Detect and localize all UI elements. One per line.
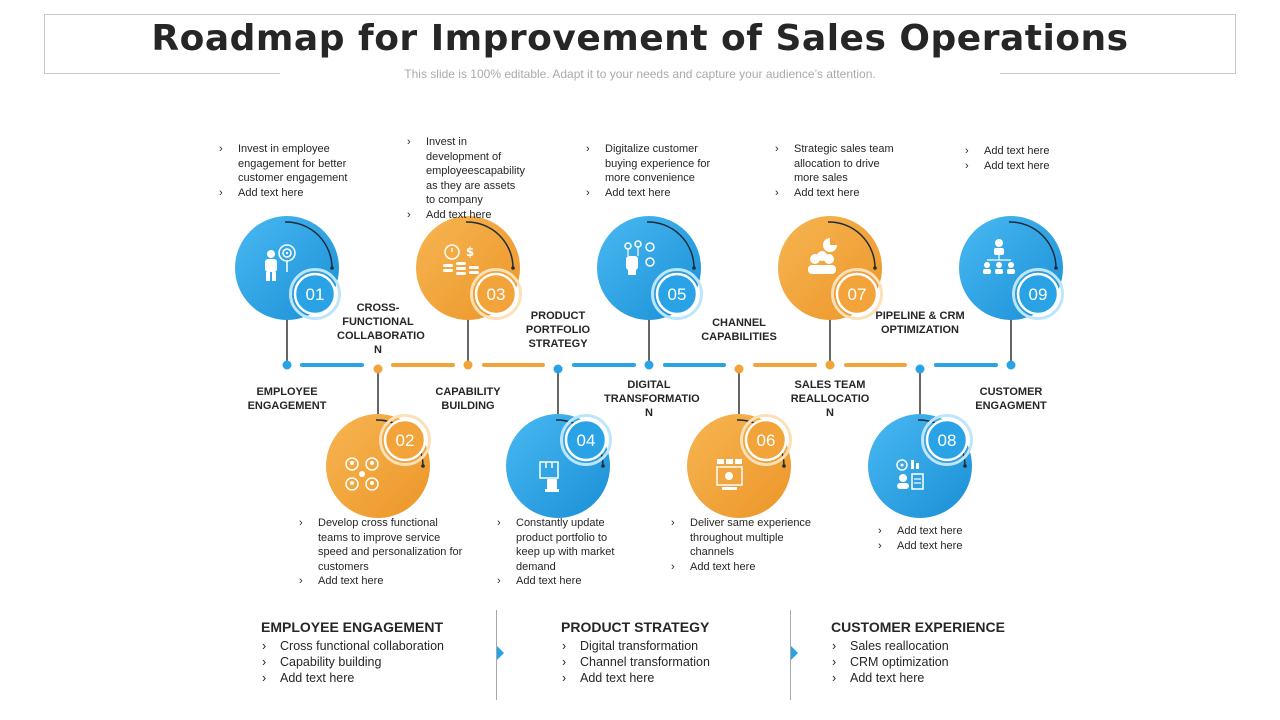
stage-label: CHANNEL CAPABILITIES — [701, 317, 777, 343]
stage-09-bullets: Add text here Add text here — [965, 144, 1075, 173]
connectors — [286, 315, 1012, 418]
summary-title: CUSTOMER EXPERIENCE — [831, 619, 1005, 635]
list-item: Add text here — [671, 560, 821, 575]
chevron-right-icon — [497, 646, 504, 660]
list-item: Add text here — [407, 208, 527, 223]
stage-number: 08 — [938, 431, 957, 450]
list-item: Develop cross functional teams to improv… — [299, 516, 469, 574]
list-item: Invest in employee engagement for better… — [219, 142, 359, 186]
stage-label: CUSTOMER ENGAGMENT — [975, 386, 1047, 412]
list-item: Add text here — [497, 574, 632, 589]
stage-02-circle[interactable]: 02 — [326, 414, 431, 518]
money-timer-icon: $ — [443, 244, 479, 275]
list-item: Cross functional collaboration — [261, 638, 481, 654]
stage-label: PRODUCT PORTFOLIO STRATEGY — [525, 310, 591, 350]
stage-01-circle[interactable]: 01 — [235, 216, 341, 320]
list-item: Add text here — [775, 186, 895, 201]
list-item: Add text here — [878, 524, 988, 539]
chevron-right-icon — [791, 646, 798, 660]
stage-number: 07 — [848, 285, 867, 304]
timeline-dot — [825, 360, 835, 370]
stage-number: 09 — [1029, 285, 1048, 304]
analytics-report-icon — [896, 459, 924, 490]
network-people-icon — [345, 457, 379, 491]
stage-number: 05 — [668, 285, 687, 304]
timeline-dot — [915, 364, 925, 374]
stage-04-bullets: Constantly update product portfolio to k… — [497, 516, 632, 589]
stage-05-bullets: Digitalize customer buying experience fo… — [586, 142, 721, 200]
stage-number: 03 — [487, 285, 506, 304]
stage-03-circle[interactable]: $ 03 — [416, 216, 522, 320]
list-item: Add text here — [878, 539, 988, 554]
summary-divider — [496, 610, 497, 700]
stage-07-bullets: Strategic sales team allocation to drive… — [775, 142, 895, 200]
list-item: CRM optimization — [831, 654, 1051, 670]
list-item: Digital transformation — [561, 638, 781, 654]
list-item: Add text here — [219, 186, 359, 201]
person-target-icon — [265, 244, 296, 281]
timeline-dots — [282, 360, 1016, 374]
list-item: Add text here — [586, 186, 721, 201]
list-item: Digitalize customer buying experience fo… — [586, 142, 721, 186]
stage-03-bullets: Invest in development of employeescapabi… — [407, 135, 527, 222]
list-item: Deliver same experience throughout multi… — [671, 516, 821, 560]
list-item: Add text here — [261, 670, 481, 686]
stage-number: 02 — [396, 431, 415, 450]
stage-07-circle[interactable]: 07 — [778, 216, 883, 320]
stage-label: CROSS-FUNCTIONAL COLLABORATIO N — [337, 302, 425, 356]
stage-label: PIPELINE & CRM OPTIMIZATION — [875, 310, 965, 336]
list-item: Capability building — [261, 654, 481, 670]
list-item: Constantly update product portfolio to k… — [497, 516, 632, 574]
list-item: Add text here — [831, 670, 1051, 686]
list-item: Sales reallocation — [831, 638, 1051, 654]
hierarchy-people-icon — [983, 239, 1015, 274]
summary-customer-experience: CUSTOMER EXPERIENCE Sales reallocation C… — [831, 619, 1051, 686]
page-title: Roadmap for Improvement of Sales Operati… — [151, 18, 1129, 59]
svg-text:$: $ — [466, 245, 474, 259]
digital-hand-icon — [624, 240, 655, 275]
stage-number: 01 — [306, 285, 325, 304]
stage-09-circle[interactable]: 09 — [959, 216, 1064, 320]
timeline-dot — [644, 360, 654, 370]
stage-04-circle[interactable]: 04 — [506, 414, 612, 518]
stage-08-bullets: Add text here Add text here — [878, 524, 988, 553]
stage-06-bullets: Deliver same experience throughout multi… — [671, 516, 821, 574]
stage-02-bullets: Develop cross functional teams to improv… — [299, 516, 469, 589]
stage-label: CAPABILITY BUILDING — [435, 386, 501, 412]
summary-divider — [790, 610, 791, 700]
page-subtitle: This slide is 100% editable. Adapt it to… — [404, 67, 876, 81]
product-box-icon — [539, 461, 559, 492]
stage-label: DIGITAL TRANSFORMATIO N — [604, 379, 700, 419]
stage-08-circle[interactable]: 08 — [868, 414, 973, 518]
timeline-dot — [734, 364, 744, 374]
list-item: Channel transformation — [561, 654, 781, 670]
summary-title: EMPLOYEE ENGAGEMENT — [261, 619, 444, 635]
subtitle-mask — [280, 64, 1000, 84]
timeline-dot — [553, 364, 563, 374]
stage-number: 06 — [757, 431, 776, 450]
list-item: Add text here — [965, 144, 1075, 159]
summary-title: PRODUCT STRATEGY — [561, 619, 710, 635]
list-item: Add text here — [965, 159, 1075, 174]
stage-label: EMPLOYEE ENGAGEMENT — [247, 386, 327, 412]
summary-employee-engagement: EMPLOYEE ENGAGEMENT Cross functional col… — [261, 619, 481, 686]
stage-number: 04 — [577, 431, 596, 450]
list-item: Strategic sales team allocation to drive… — [775, 142, 895, 186]
list-item: Add text here — [561, 670, 781, 686]
timeline-dot — [373, 364, 383, 374]
list-item: Invest in development of employeescapabi… — [407, 135, 527, 208]
channel-screen-icon — [716, 459, 743, 490]
team-chart-icon — [808, 238, 837, 274]
stage-label: SALES TEAM REALLOCATIO N — [790, 379, 870, 419]
stage-06-circle[interactable]: 06 — [687, 414, 792, 518]
timeline-dot — [282, 360, 292, 370]
summary-product-strategy: PRODUCT STRATEGY Digital transformation … — [561, 619, 781, 686]
list-item: Add text here — [299, 574, 469, 589]
stage-05-circle[interactable]: 05 — [597, 216, 703, 320]
timeline-dot — [463, 360, 473, 370]
stage-01-bullets: Invest in employee engagement for better… — [219, 142, 359, 200]
timeline-dot — [1006, 360, 1016, 370]
